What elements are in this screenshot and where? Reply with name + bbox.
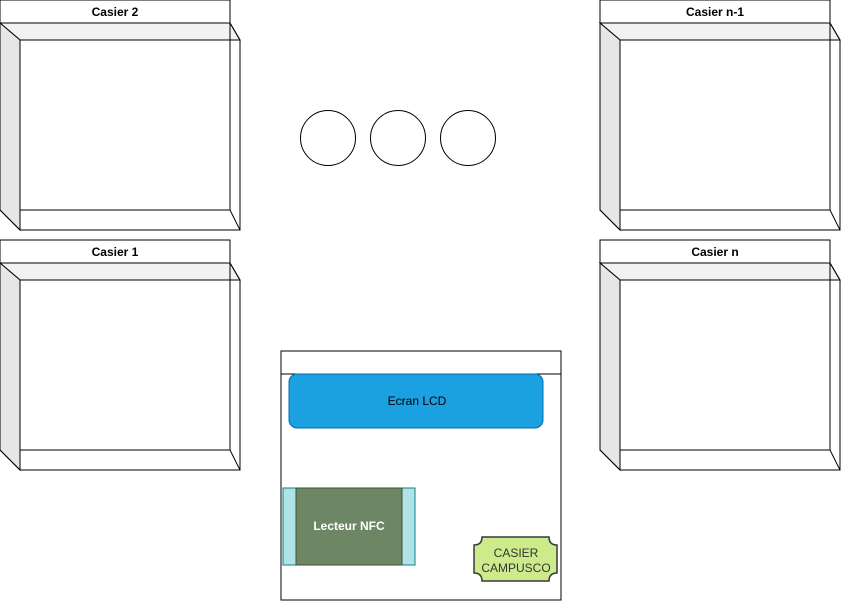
ellipsis-dots (300, 110, 496, 166)
badge-line-1: CASIER (494, 546, 539, 560)
locker-casier-n-title: Casier n (691, 245, 738, 259)
nfc-reader-side-left (282, 487, 297, 566)
locker-casier-2-cube (0, 22, 241, 232)
locker-casier-n: Casier n (598, 239, 841, 472)
lcd-screen (288, 373, 544, 429)
nfc-reader: Lecteur NFC (282, 487, 416, 566)
locker-casier-n-cube (598, 261, 841, 472)
locker-casier-n-1: Casier n-1 (598, 0, 841, 232)
locker-casier-n-1-cube (598, 21, 841, 232)
casier-campusco-badge: CASIER CAMPUSCO (473, 536, 558, 582)
locker-casier-1-cube (0, 262, 241, 472)
locker-casier-2-title: Casier 2 (92, 5, 139, 19)
ellipsis-dot (300, 110, 356, 166)
nfc-reader-label: Lecteur NFC (313, 519, 385, 533)
lcd-screen-label: Ecran LCD (388, 394, 447, 408)
locker-casier-1: Casier 1 (0, 239, 241, 472)
badge-line-2: CAMPUSCO (481, 561, 550, 575)
badge-shape (473, 536, 558, 582)
locker-casier-2: Casier 2 (0, 0, 241, 232)
terminal-panel: Ecran LCD Lecteur NFC CASIER CAMPUSCO (280, 350, 562, 601)
nfc-reader-side-right (401, 487, 416, 566)
locker-casier-1-title: Casier 1 (92, 245, 139, 259)
locker-casier-n-1-title: Casier n-1 (686, 5, 744, 19)
ellipsis-dot (440, 110, 496, 166)
ellipsis-dot (370, 110, 426, 166)
nfc-reader-body (295, 487, 403, 566)
